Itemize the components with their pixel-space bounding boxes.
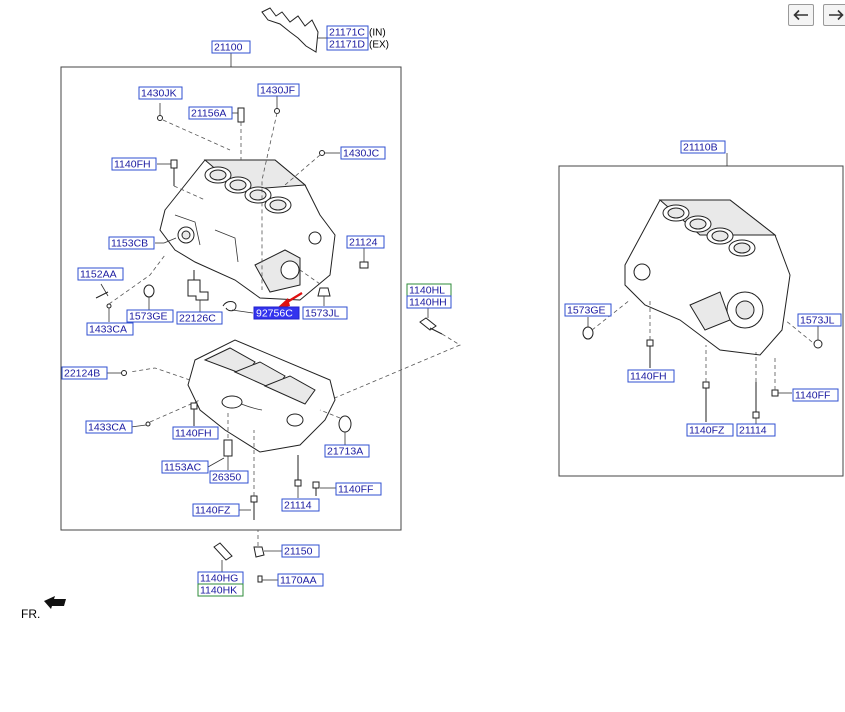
upper-cylinder-block-drawing: [159, 159, 336, 301]
back-button[interactable]: [788, 4, 814, 26]
label-22124B[interactable]: 22124B: [64, 368, 100, 380]
label-1140HK[interactable]: 1140HK: [200, 585, 237, 597]
label-1140FZ-sub[interactable]: 1140FZ: [689, 425, 725, 437]
label-1170AA[interactable]: 1170AA: [280, 575, 317, 587]
label-1433CA-upper[interactable]: 1433CA: [89, 324, 127, 336]
label-21171D[interactable]: 21171D: [329, 39, 365, 51]
label-21124[interactable]: 21124: [349, 237, 378, 249]
label-21114-sub[interactable]: 21114: [739, 425, 767, 437]
label-1573GE-sub[interactable]: 1573GE: [567, 305, 606, 317]
label-22126C[interactable]: 22126C: [179, 313, 216, 325]
label-1433CA-lower[interactable]: 1433CA: [88, 422, 126, 434]
label-21156A[interactable]: 21156A: [191, 108, 226, 120]
label-21713A[interactable]: 21713A: [327, 446, 363, 458]
label-26350[interactable]: 26350: [212, 472, 241, 484]
label-1573JL-main[interactable]: 1573JL: [305, 308, 340, 320]
arrow-left-icon: [793, 9, 808, 21]
label-1140FF-sub[interactable]: 1140FF: [795, 390, 830, 402]
label-92756C-highlighted[interactable]: 92756C: [256, 308, 293, 320]
lower-crankcase-drawing: [129, 339, 336, 453]
sub-assembly-frame: [558, 165, 844, 477]
highlight-pointer-arrow: [276, 292, 303, 309]
label-1153AC[interactable]: 1153AC: [164, 462, 202, 474]
label-21114-main[interactable]: 21114: [284, 500, 312, 512]
front-label: FR.: [21, 607, 40, 621]
label-1140HL[interactable]: 1140HL: [409, 285, 445, 297]
main-assembly-frame: [60, 66, 402, 531]
label-1430JC[interactable]: 1430JC: [343, 148, 380, 160]
label-21100[interactable]: 21100: [214, 42, 243, 54]
label-1140FH-sub[interactable]: 1140FH: [630, 371, 667, 383]
lower-small-parts: [107, 370, 352, 583]
label-1430JK[interactable]: 1430JK: [141, 88, 177, 100]
label-1153CB[interactable]: 1153CB: [111, 238, 148, 250]
forward-button[interactable]: [823, 4, 845, 26]
label-21171C[interactable]: 21171C: [329, 27, 365, 39]
label-21150[interactable]: 21150: [284, 546, 313, 558]
label-1140FH-upper[interactable]: 1140FH: [114, 159, 151, 171]
label-1140FH-lower[interactable]: 1140FH: [175, 428, 212, 440]
manifold-gasket-drawing: [261, 7, 327, 53]
arrow-right-icon: [829, 9, 844, 21]
label-1140HH[interactable]: 1140HH: [409, 297, 447, 309]
label-1152AA[interactable]: 1152AA: [80, 269, 117, 281]
label-1140FZ-main[interactable]: 1140FZ: [195, 505, 231, 517]
label-21171C-suffix: (IN): [369, 28, 386, 39]
upper-small-parts: [95, 96, 461, 401]
front-orientation-marker: FR.: [21, 596, 66, 621]
sub-assembly-block-drawing: [582, 199, 823, 424]
label-1140HG[interactable]: 1140HG: [200, 573, 238, 585]
label-21110B[interactable]: 21110B: [683, 142, 718, 154]
label-1430JF[interactable]: 1430JF: [260, 85, 295, 97]
label-1573GE-main[interactable]: 1573GE: [129, 311, 168, 323]
label-21171D-suffix: (EX): [369, 40, 389, 51]
front-direction-arrow-icon: [44, 596, 66, 609]
label-1573JL-sub[interactable]: 1573JL: [800, 315, 835, 327]
label-1140FF-main[interactable]: 1140FF: [338, 484, 373, 496]
